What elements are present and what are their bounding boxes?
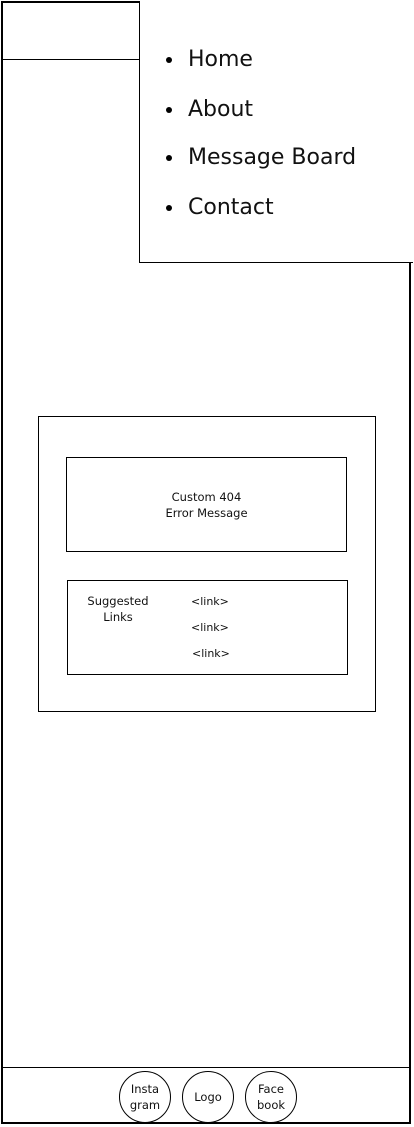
suggested-link-1[interactable]: <link> bbox=[191, 595, 229, 608]
main-content-box bbox=[38, 416, 376, 712]
suggested-links-label: Suggested Links bbox=[86, 593, 150, 625]
nav-item-label: Home bbox=[188, 47, 253, 72]
instagram-label-line-2: gram bbox=[129, 1098, 161, 1112]
facebook-button[interactable]: Face book bbox=[245, 1071, 297, 1123]
nav-item-contact[interactable]: Contact bbox=[166, 193, 274, 223]
facebook-label-line-2: book bbox=[256, 1098, 286, 1112]
suggested-label-line-2: Links bbox=[103, 610, 133, 624]
nav-item-about[interactable]: About bbox=[166, 95, 253, 125]
footer-logo-button[interactable]: Logo bbox=[182, 1071, 234, 1123]
error-message-line-1: Custom 404 bbox=[171, 489, 242, 504]
nav-item-home[interactable]: Home bbox=[166, 45, 253, 75]
suggested-label-line-1: Suggested bbox=[87, 594, 149, 608]
suggested-links-box: Suggested Links <link> <link> <link> bbox=[67, 580, 348, 675]
bullet-icon bbox=[166, 57, 172, 63]
nav-item-message-board[interactable]: Message Board bbox=[166, 143, 356, 173]
facebook-label-line-1: Face bbox=[257, 1082, 284, 1096]
header-logo-placeholder[interactable] bbox=[1, 1, 140, 60]
suggested-link-2[interactable]: <link> bbox=[191, 621, 229, 634]
error-message-box: Custom 404 Error Message bbox=[66, 457, 347, 552]
nav-item-label: Message Board bbox=[188, 145, 357, 170]
instagram-button[interactable]: Insta gram bbox=[119, 1071, 171, 1123]
nav-menu: Home About Message Board Contact bbox=[139, 1, 413, 263]
bullet-icon bbox=[166, 155, 172, 161]
nav-item-label: About bbox=[188, 97, 254, 122]
error-message-line-2: Error Message bbox=[165, 505, 248, 520]
instagram-label-line-1: Insta bbox=[130, 1082, 160, 1096]
footer bbox=[1, 1067, 411, 1126]
bullet-icon bbox=[166, 205, 172, 211]
footer-logo-label: Logo bbox=[194, 1090, 222, 1104]
bullet-icon bbox=[166, 107, 172, 113]
suggested-link-3[interactable]: <link> bbox=[192, 647, 230, 660]
nav-item-label: Contact bbox=[188, 195, 274, 220]
